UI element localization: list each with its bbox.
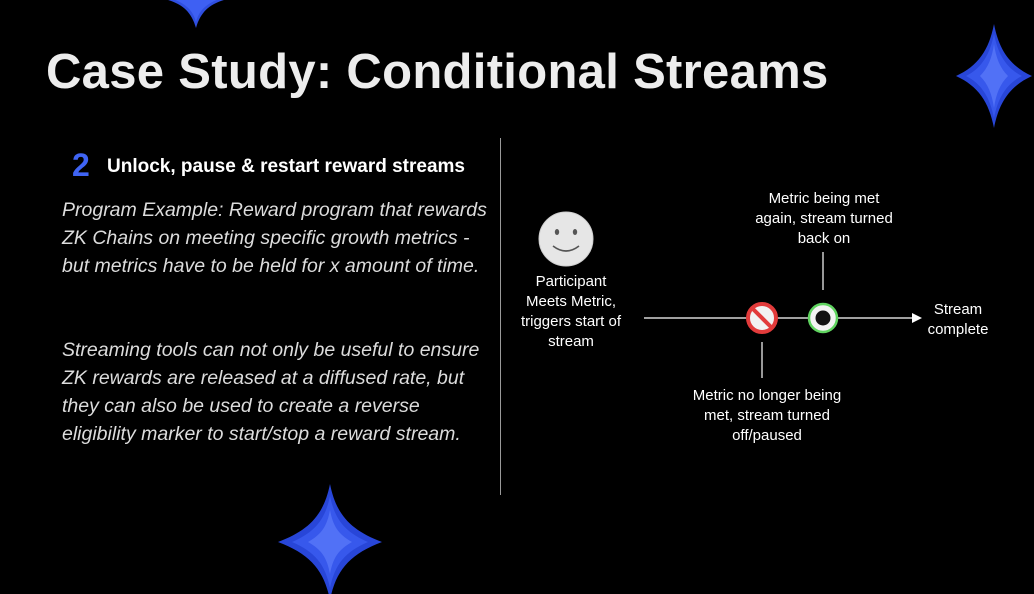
blue-gem-top-right (956, 24, 1032, 128)
resumed-label: Metric being met again, stream turned ba… (755, 190, 893, 247)
program-example-paragraph: Program Example: Reward program that rew… (62, 199, 487, 277)
paused-label: Metric no longer being met, stream turne… (692, 387, 842, 444)
vertical-divider (500, 138, 501, 495)
ring-icon (807, 302, 839, 334)
stream-complete-label: Stream complete (927, 301, 989, 338)
step-number: 2 (72, 147, 90, 183)
streaming-tools-paragraph: Streaming tools can not only be useful t… (62, 339, 480, 445)
step-heading: Unlock, pause & restart reward streams (107, 156, 465, 177)
blue-gem-top-left (160, 0, 232, 28)
blue-gem-bottom-center (278, 484, 382, 594)
timeline-arrowhead (912, 313, 922, 323)
smiley-face-icon (538, 211, 594, 267)
page-title: Case Study: Conditional Streams (46, 45, 829, 99)
stream-diagram (538, 211, 922, 378)
participant-label: Participant Meets Metric, triggers start… (520, 273, 622, 350)
no-entry-icon (746, 302, 778, 334)
